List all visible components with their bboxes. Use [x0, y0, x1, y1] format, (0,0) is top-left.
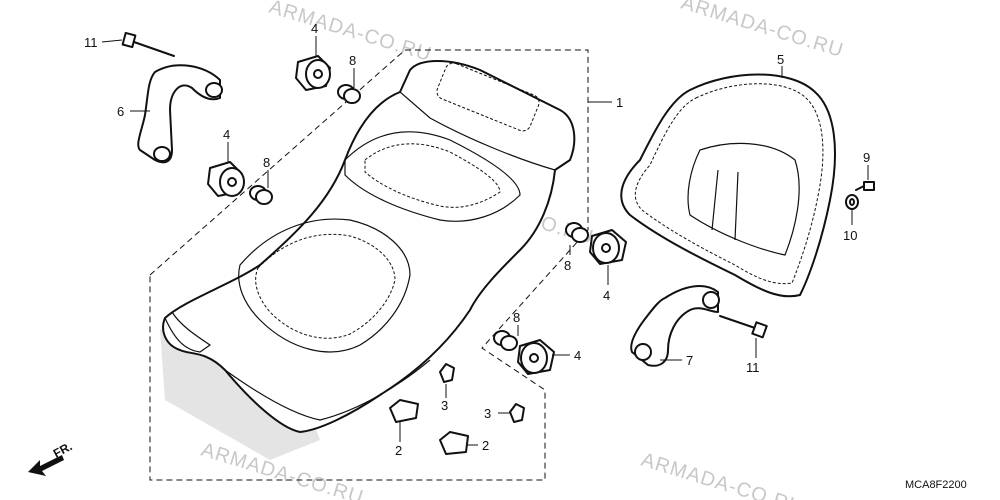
backrest-center-rib: [711, 169, 739, 241]
bolt-left-shank: [133, 41, 175, 57]
clip-2-left: [389, 399, 419, 423]
callout-10: 10: [843, 228, 857, 243]
nut-left-hole: [227, 177, 237, 187]
callout-11-left: 11: [84, 35, 98, 50]
left-handle-boss-bottom: [153, 146, 171, 162]
bolt-left-head: [121, 31, 137, 49]
clip-2-right-body: [439, 431, 469, 455]
rider-backrest-pad: [399, 60, 575, 171]
seat-front-nose: [164, 311, 212, 353]
nut-right-lower: [517, 339, 555, 375]
front-direction-label: FR.: [51, 439, 75, 460]
fastener-3-upper: [439, 363, 455, 383]
nut-left: [207, 161, 245, 197]
clip-2-right: [439, 431, 469, 455]
callout-8-top: 8: [349, 53, 356, 68]
rider-seat-pad: [238, 218, 411, 353]
bolt-right: [719, 315, 768, 339]
fastener-3-lower-body: [509, 403, 525, 423]
collar-top-face: [343, 88, 361, 104]
fastener-3-lower: [509, 403, 525, 423]
left-grab-handle-body: [137, 64, 221, 164]
backrest-inner-panel: [687, 142, 800, 256]
backrest-panel-stitch: [436, 62, 540, 132]
left-grab-handle: [137, 64, 223, 164]
nut-right-upper: [589, 229, 627, 265]
callout-numbers: 11 6 4 8 4 8 1 5 9 10 8 4 8 4 7 11 3 3 2…: [84, 21, 870, 458]
assembly-boundary-dashed: [149, 49, 589, 481]
right-handle-boss-bottom: [634, 343, 652, 361]
callout-8-right-lower: 8: [513, 310, 520, 325]
right-handle-boss-top: [702, 291, 720, 309]
washer-10: [845, 194, 859, 210]
collar-left: [249, 185, 273, 205]
callout-5: 5: [777, 52, 784, 67]
collar-top: [337, 84, 361, 104]
collar-right-lower: [493, 330, 518, 351]
collar-right-upper-face: [571, 227, 589, 243]
callout-7: 7: [686, 353, 693, 368]
left-handle-boss-top: [205, 82, 223, 98]
fastener-3-upper-body: [439, 363, 455, 383]
bolt-left: [121, 31, 175, 57]
rider-seat-stitch: [255, 233, 396, 339]
passenger-backrest-assembly: [620, 73, 836, 298]
callout-11-right: 11: [746, 360, 760, 375]
nut-top: [295, 55, 331, 91]
main-seat-assembly: [160, 60, 576, 460]
callout-4-right-upper: 4: [603, 288, 610, 303]
callout-4-right-lower: 4: [574, 348, 581, 363]
screw-9-shank: [855, 185, 865, 191]
backrest-outer-stitch: [634, 83, 824, 285]
collar-left-face: [255, 189, 273, 205]
callout-4-left: 4: [223, 127, 230, 142]
collar-right-lower-face: [500, 335, 518, 351]
callout-4-top: 4: [311, 21, 318, 36]
callout-8-right-upper: 8: [564, 258, 571, 273]
right-grab-handle: [630, 285, 720, 367]
front-direction-arrow-icon: [28, 455, 64, 476]
passenger-seat-stitch: [364, 143, 501, 208]
passenger-seat-pad: [344, 131, 521, 222]
callout-6: 6: [117, 104, 124, 119]
bolt-right-head: [751, 321, 768, 339]
washer-10-hole: [849, 198, 855, 206]
watermark-bottom-right: ARMADA-CO.RU: [639, 449, 807, 500]
bolt-right-shank: [719, 315, 756, 329]
watermark-top-right: ARMADA-CO.RU: [679, 0, 847, 62]
callout-2-right: 2: [482, 438, 489, 453]
seat-bottom-edge: [224, 359, 431, 421]
diagram-code: MCA8F2200: [905, 479, 967, 491]
callout-2-left: 2: [395, 443, 402, 458]
callout-1: 1: [616, 95, 623, 110]
clip-2-left-body: [389, 399, 419, 423]
main-seat-outline: [162, 60, 576, 433]
nut-top-hole: [313, 69, 323, 79]
leader-lines: [101, 36, 869, 446]
callout-3-lower: 3: [484, 406, 491, 421]
screw-9-head: [863, 181, 875, 191]
screw-9: [855, 181, 875, 191]
passenger-backrest-outline: [620, 73, 836, 298]
collar-right-upper: [565, 222, 589, 243]
front-direction-indicator: FR.: [28, 439, 74, 476]
leader-11-left: [101, 39, 123, 43]
nut-right-lower-hole: [529, 353, 539, 363]
nut-right-upper-hole: [601, 243, 611, 253]
callout-9: 9: [863, 150, 870, 165]
callout-8-left: 8: [263, 155, 270, 170]
callout-3-upper: 3: [441, 398, 448, 413]
